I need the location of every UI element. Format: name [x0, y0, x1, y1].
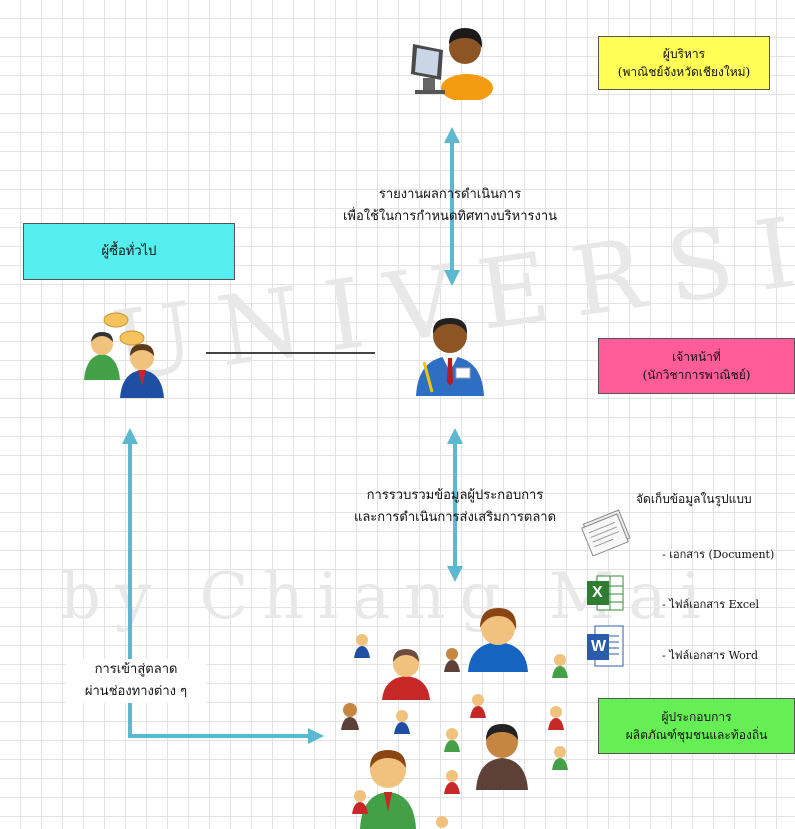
- entrepreneur-crowd-icon: [341, 608, 568, 829]
- word-icon: W: [585, 624, 625, 670]
- executive-subtitle: (พาณิชย์จังหวัดเชียงใหม่): [617, 65, 751, 79]
- market-label: การเข้าสู่ตลาด ผ่านช่องทางต่าง ๆ: [66, 659, 206, 703]
- entrepreneur-box: ผู้ประกอบการ ผลิตภัณฑ์ชุมชนและท้องถิ่น: [598, 698, 795, 754]
- word-icon-letter: W: [591, 638, 607, 655]
- arrow-market: [122, 428, 324, 744]
- report-label: รายงานผลการดำเนินการ เพื่อใช้ในการกำหนดท…: [300, 184, 600, 228]
- collect-line1: การรวบรวมข้อมูลผู้ประกอบการ: [366, 488, 544, 503]
- officer-title: เจ้าหน้าที่: [672, 350, 721, 364]
- officer-box: เจ้าหน้าที่ (นักวิชาการพาณิชย์): [598, 338, 795, 394]
- market-line1: การเข้าสู่ตลาด: [94, 662, 178, 677]
- report-line2: เพื่อใช้ในการกำหนดทิศทางบริหารงาน: [342, 209, 558, 224]
- buyers-icon: [84, 312, 164, 398]
- crowd-person-1: [468, 608, 528, 672]
- storage-excel: - ไฟล์เอกสาร Excel: [662, 598, 760, 611]
- executive-title: ผู้บริหาร: [662, 47, 706, 61]
- collect-line2: และการดำเนินการส่งเสริมการตลาด: [353, 510, 557, 525]
- buyer-box: ผู้ซื้อทั่วไป: [23, 223, 235, 280]
- excel-icon-letter: X: [592, 584, 603, 601]
- entrepreneur-subtitle: ผลิตภัณฑ์ชุมชนและท้องถิ่น: [625, 728, 768, 742]
- document-icon: [581, 509, 631, 556]
- excel-icon: X: [585, 572, 625, 614]
- collect-label: การรวบรวมข้อมูลผู้ประกอบการ และการดำเนิน…: [305, 485, 605, 529]
- executive-box: ผู้บริหาร (พาณิชย์จังหวัดเชียงใหม่): [598, 36, 770, 90]
- entrepreneur-title: ผู้ประกอบการ: [661, 710, 732, 724]
- officer-subtitle: (นักวิชาการพาณิชย์): [642, 368, 751, 382]
- crowd-person-4: [360, 750, 416, 829]
- crowd-person-2: [382, 649, 430, 700]
- report-line1: รายงานผลการดำเนินการ: [378, 187, 522, 202]
- buyer-title: ผู้ซื้อทั่วไป: [101, 243, 157, 259]
- storage-word: - ไฟล์เอกสาร Word: [662, 649, 759, 662]
- market-line2: ผ่านช่องทางต่าง ๆ: [84, 684, 188, 699]
- crowd-person-3: [476, 724, 528, 790]
- executive-computer-icon: [411, 28, 493, 100]
- officer-icon: [416, 318, 484, 396]
- storage-doc: - เอกสาร (Document): [662, 548, 775, 561]
- storage-title: จัดเก็บข้อมูลในรูปแบบ: [636, 492, 752, 506]
